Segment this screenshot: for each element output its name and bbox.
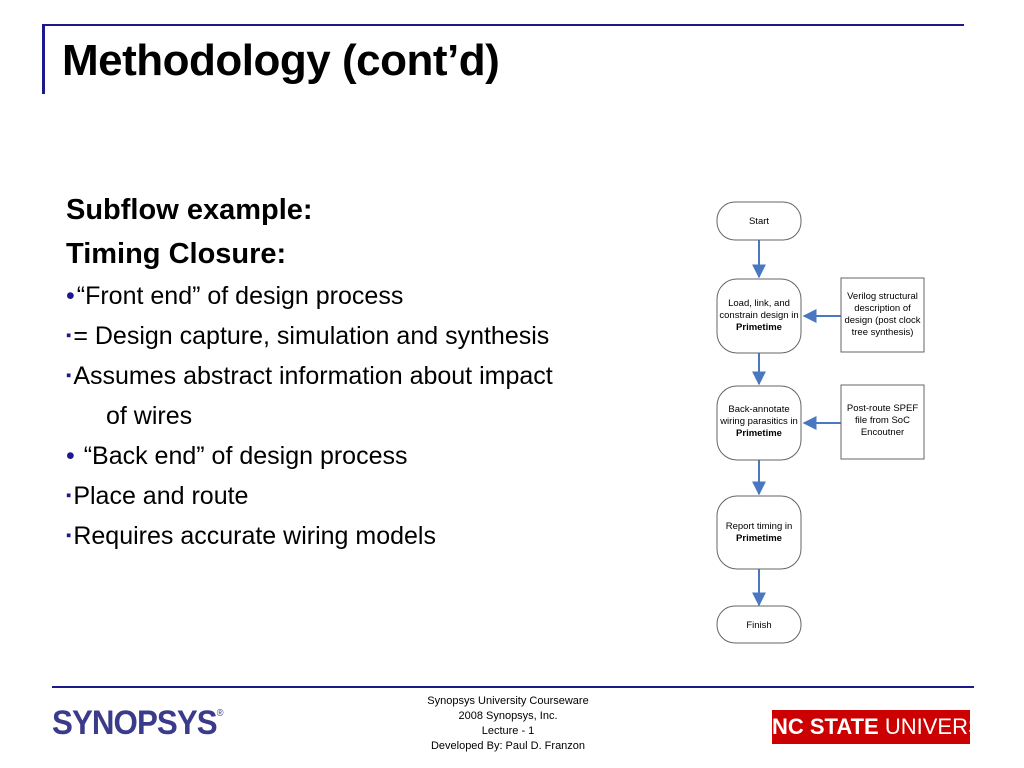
footer-line-lecture: Lecture - 1 [481,725,535,737]
flow-input-spef [840,384,925,460]
flow-step-load-link [716,278,802,354]
flow-input-verilog-line2: description of [854,303,911,314]
footer-rule [52,686,974,688]
flow-input-spef-line2: file from SoC [855,415,910,426]
footer-line-author: Developed By: Paul D. Franzon [430,740,586,752]
flow-step-back-annotate-line1: Back-annotate [728,404,789,415]
bullet-marker: ▪ [66,327,72,344]
flow-step-load-link-line3: Primetime [736,322,782,333]
bullet-marker: • [66,442,75,470]
slide-title: Methodology (cont’d) [62,36,500,85]
flow-input-verilog [840,277,925,353]
bullet-abstract-info: ▪Assumes abstract information about impa… [66,362,553,390]
bullet-place-route: ▪Place and route [66,482,249,510]
flow-input-spef-line1: Post-route SPEF [847,403,918,414]
flow-step-load-link-line2: constrain design in [719,310,798,321]
title-side-rule [42,24,45,94]
bullet-marker: • [66,282,75,310]
ncsu-logo: NC STATE UNIVERSITY [772,710,1017,744]
flow-step-back-annotate [716,385,802,461]
flow-input-spef-line3: Encoutner [861,427,904,438]
bullet-marker: ▪ [66,487,72,504]
slide-body: Subflow example: Timing Closure: •“Front… [66,188,666,556]
flow-step-report-timing [716,495,802,570]
flow-step-load-link-line1: Load, link, and [728,298,790,309]
heading-subflow: Subflow example: [66,194,313,226]
bullet-marker: ▪ [66,367,72,384]
footer-line-courseware: Synopsys University Courseware [427,695,589,707]
bullet-front-end: •“Front end” of design process [66,282,404,310]
flow-finish-terminal [716,605,802,644]
footer-line-copyright: 2008 Synopsys, Inc. [458,710,558,722]
heading-timing-closure: Timing Closure: [66,238,287,270]
flow-finish-label: Finish [746,620,771,631]
flow-input-verilog-line4: tree synthesis) [852,327,914,338]
bullet-design-capture: ▪= Design capture, simulation and synthe… [66,322,550,350]
flow-step-back-annotate-line2: wiring parasitics in [719,416,798,427]
bullet-abstract-info-continued: of wires [106,402,193,430]
footer-credits: Synopsys University Courseware 2008 Syno… [390,694,626,754]
flow-step-report-timing-line2: Primetime [736,533,782,544]
flow-start-label: Start [749,216,769,227]
flow-step-report-timing-line1: Report timing in [726,521,793,532]
title-rule [42,24,964,26]
flow-input-verilog-line3: design (post clock [844,315,920,326]
bullet-wiring-models: ▪Requires accurate wiring models [66,522,436,550]
flow-start-terminal [716,201,802,241]
flow-step-back-annotate-line3: Primetime [736,428,782,439]
bullet-marker: ▪ [66,527,72,544]
bullet-back-end: • “Back end” of design process [66,442,408,470]
flow-input-verilog-line1: Verilog structural [847,291,918,302]
synopsys-logo: SYNOPSYS® [52,704,224,742]
